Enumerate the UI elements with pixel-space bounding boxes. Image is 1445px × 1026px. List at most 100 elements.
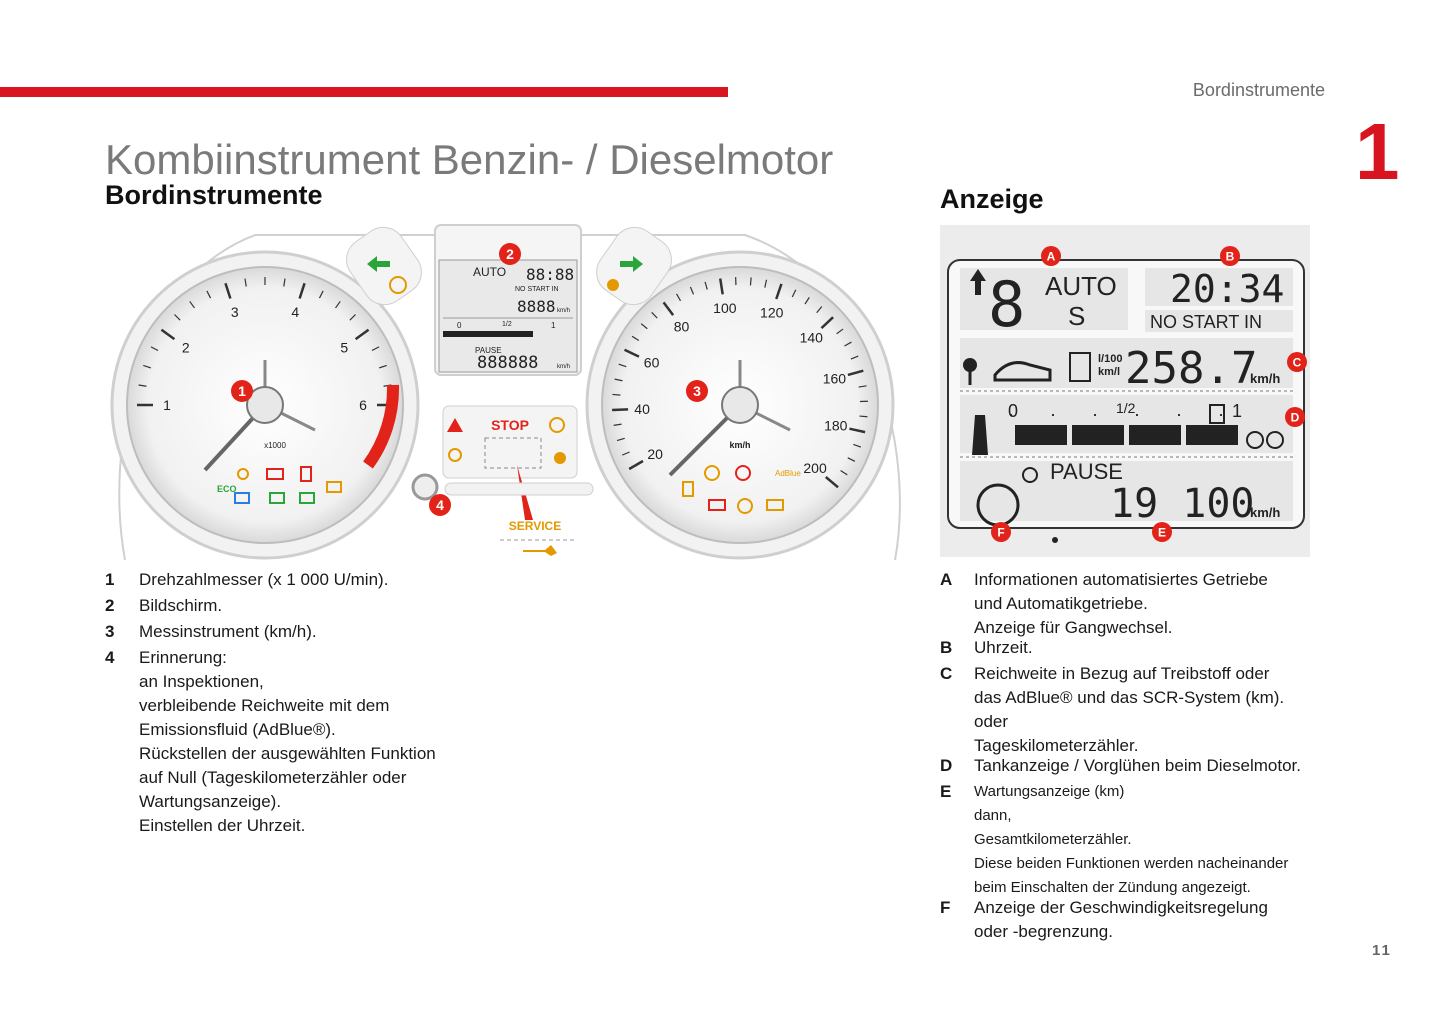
reset-button-knob: [411, 473, 439, 501]
marker-d-label: D: [1291, 410, 1300, 424]
legend-item-4: 4 Erinnerung: an Inspektionen, verbleibe…: [105, 646, 525, 838]
speed-tick: [676, 293, 682, 302]
legend-text: Bildschirm.: [139, 596, 223, 615]
mini-lcd-odo: 888888: [477, 353, 538, 373]
fuel-bar-segment: [1186, 425, 1238, 445]
tacho-tick: [160, 328, 176, 341]
speed-tick: [662, 301, 675, 316]
mini-lcd-half: 1/2: [502, 321, 512, 328]
display-figure: 8 AUTO S 20:34 NO START IN l/100 km/l 25…: [940, 225, 1310, 557]
fuel-gauge-bars: [1015, 425, 1238, 445]
legend-key: 4: [105, 648, 115, 667]
tacho-tick: [138, 384, 147, 387]
legend-key: B: [940, 638, 953, 657]
speed-tick: [704, 281, 708, 290]
legend-text: Informationen automatisiertes Getriebe u…: [974, 570, 1268, 637]
speed-tick-label: 120: [760, 304, 784, 320]
speed-tick: [621, 451, 630, 456]
preheat-coil-icon: [1246, 431, 1264, 449]
legend-text: Uhrzeit.: [974, 638, 1033, 657]
tacho-unit-label: x1000: [264, 441, 286, 450]
tacho-tick: [174, 314, 181, 321]
tacho-tick: [283, 278, 286, 287]
speed-tick: [824, 476, 839, 489]
speed-tick-label: 180: [824, 418, 848, 434]
speed-tick-label: 60: [644, 355, 660, 371]
speed-tick: [847, 369, 864, 377]
header-red-bar: [0, 87, 728, 97]
fuel-half: 1/2: [1116, 400, 1136, 416]
mini-lcd-time: 88:88: [526, 265, 574, 284]
legend-item-1: 1 Drehzahlmesser (x 1 000 U/min).: [105, 568, 525, 592]
marker-e-badge: [1152, 522, 1172, 542]
speed-tick: [840, 469, 848, 476]
speed-tick-label: 140: [800, 330, 824, 346]
tacho-tick: [224, 282, 232, 299]
speed-tick: [613, 423, 622, 426]
stop-label: STOP: [491, 417, 529, 433]
legend-key: 1: [105, 570, 115, 589]
legend-key: A: [940, 570, 953, 589]
marker-d-badge: [1285, 407, 1305, 427]
tacho-tick: [378, 364, 387, 369]
clock-area: [1145, 268, 1293, 306]
tacho-tick-label: 6: [359, 397, 367, 413]
legend-item-3: 3 Messinstrument (km/h).: [105, 620, 525, 644]
marker-b-badge: [1220, 246, 1240, 266]
legend-text: Reichweite in Bezug auf Treibstoff oder …: [974, 664, 1285, 755]
right-turn-icon: [620, 256, 643, 272]
clock-value: 20:34: [1170, 267, 1284, 311]
mini-lcd-no-start: NO START IN: [515, 286, 559, 293]
speed-tick: [820, 316, 834, 330]
no-start-label: NO START IN: [1150, 312, 1262, 332]
parking-brake-icon: [389, 276, 407, 294]
speed-tick: [850, 355, 859, 360]
legend-text: Messinstrument (km/h).: [139, 622, 317, 641]
speed-tick: [640, 323, 648, 330]
marker-3-badge: [686, 380, 708, 402]
fuel-bar-segment: [1072, 425, 1124, 445]
legend-item-f: F Anzeige der Geschwindigkeitsregelung o…: [940, 896, 1340, 944]
upshift-arrow-icon: [970, 269, 986, 295]
legend-key: D: [940, 756, 953, 775]
legend-item-e: E Wartungsanzeige (km) dann, Gesamtkilom…: [940, 780, 1340, 900]
tacho-tick-label: 5: [340, 339, 348, 355]
marker-4-label: 4: [436, 497, 444, 513]
legend-text: Tankanzeige / Vorglühen beim Dieselmotor…: [974, 756, 1301, 775]
legend-key: 3: [105, 622, 115, 641]
gear-area: [960, 268, 1128, 330]
cluster-legend-list: 1 Drehzahlmesser (x 1 000 U/min). 2 Bild…: [105, 568, 525, 838]
glow-plug-icon: [972, 415, 988, 455]
legend-item-a: A Informationen automatisiertes Getriebe…: [940, 568, 1340, 640]
left-turn-icon: [367, 256, 390, 272]
legend-item-b: B Uhrzeit.: [940, 636, 1340, 660]
speed-tick: [618, 363, 627, 368]
legend-key: C: [940, 664, 953, 683]
legend-key: 2: [105, 596, 115, 615]
display-legend-list: A Informationen automatisiertes Getriebe…: [940, 568, 1340, 944]
marker-a-label: A: [1047, 249, 1056, 263]
auto-label: AUTO: [1045, 271, 1117, 301]
legend-item-d: D Tankanzeige / Vorglühen beim Dieselmot…: [940, 754, 1340, 778]
speed-tick: [764, 279, 768, 288]
display-illustration: 8 AUTO S 20:34 NO START IN l/100 km/l 25…: [940, 225, 1310, 557]
fuel-bar-segment: [1015, 425, 1067, 445]
speed-tick: [612, 393, 621, 396]
tacho-tick: [354, 328, 370, 341]
mini-lcd-range: 8888: [517, 297, 556, 316]
fuel-tank-icon: [1209, 404, 1225, 424]
pause-label: PAUSE: [1050, 459, 1123, 484]
range-value: 258.7: [1125, 343, 1257, 394]
marker-e-label: E: [1158, 525, 1166, 539]
legend-text: Anzeige der Geschwindigkeitsregelung ode…: [974, 898, 1268, 941]
marker-2-badge: [499, 243, 521, 265]
speed-tick: [859, 415, 868, 418]
legend-text: Erinnerung: an Inspektionen, verbleibend…: [139, 648, 436, 835]
traction-icon: [607, 279, 619, 291]
speed-tick: [858, 385, 867, 388]
